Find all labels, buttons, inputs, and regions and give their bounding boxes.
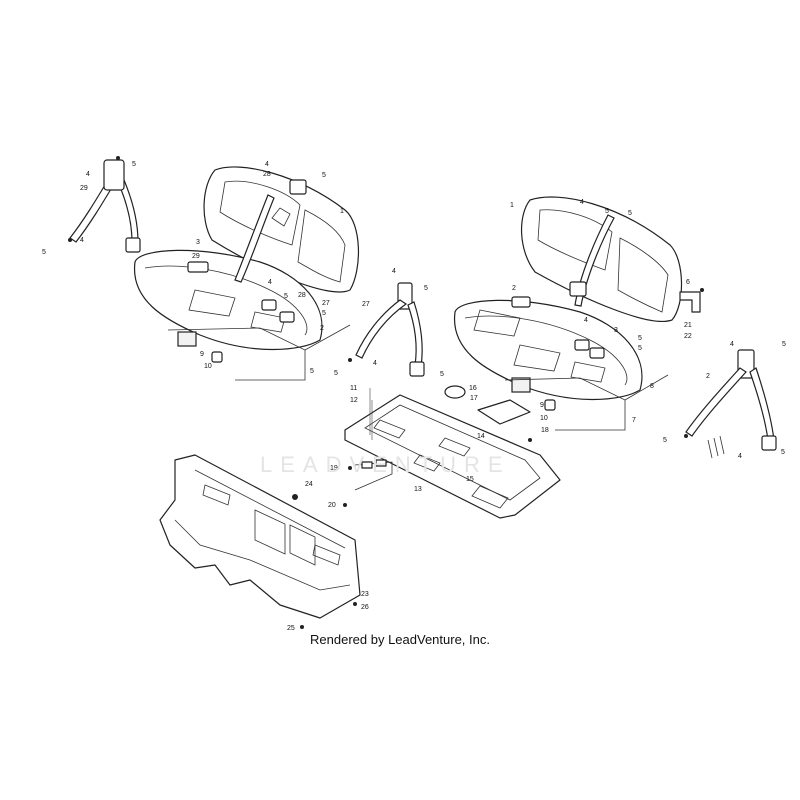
- callout-center-belt-3: 5: [334, 370, 338, 377]
- callout-right-belt-4: 4: [738, 453, 742, 460]
- callout-left-seat-9: 27: [322, 300, 330, 307]
- callout-floor-5: 14: [477, 433, 485, 440]
- callout-left-seat-8: 28: [298, 292, 306, 299]
- callout-floor-1: 12: [350, 397, 358, 404]
- callout-right-belt-0: 4: [730, 341, 734, 348]
- callout-bracket-2: 22: [684, 333, 692, 340]
- callout-right-seat-1: 4: [580, 199, 584, 206]
- callout-floor-7: 13: [414, 486, 422, 493]
- callout-left-seat-2: 5: [322, 172, 326, 179]
- callout-right-seat-0: 1: [510, 202, 514, 209]
- right-seat-back: [521, 196, 683, 322]
- callout-right-seat-3: 5: [628, 210, 632, 217]
- callout-left-seat-3: 28: [263, 171, 271, 178]
- callout-floor-0: 11: [350, 385, 357, 392]
- right-seat-cushion: [453, 296, 643, 411]
- floor-hardware: [343, 438, 532, 507]
- left-seat-cushion: [133, 194, 323, 363]
- callout-center-belt-5: 5: [440, 371, 444, 378]
- callout-rear-1: 23: [361, 591, 369, 598]
- callout-left-seat-5: 3: [196, 239, 200, 246]
- callout-center-belt-2: 27: [362, 301, 370, 308]
- callout-floor-8: 19: [330, 465, 338, 472]
- callout-left-belt-3: 4: [80, 237, 84, 244]
- right-seat-belt-assembly: [684, 349, 777, 459]
- callout-floor-4: 18: [541, 427, 549, 434]
- callout-left-seat-12: 9: [200, 351, 204, 358]
- watermark-text: LEADVENTURE: [260, 452, 511, 477]
- right-seat-frame-lines: [504, 374, 669, 431]
- callout-right-seat-12: 7: [632, 417, 636, 424]
- callout-labels: 4 5 29 4 5 1 4 5 28 29 3 4 5 28 27 5 2 9…: [42, 161, 786, 632]
- callout-bracket-1: 21: [684, 322, 692, 329]
- rear-panel: [159, 454, 361, 629]
- callout-left-seat-1: 4: [265, 161, 269, 168]
- callout-left-seat-6: 4: [268, 279, 272, 286]
- callout-left-seat-13: 10: [204, 363, 212, 370]
- callout-center-belt-1: 5: [424, 285, 428, 292]
- callout-right-seat-7: 5: [638, 335, 642, 342]
- left-seat-frame-lines: [167, 324, 351, 381]
- callout-right-seat-4: 2: [512, 285, 516, 292]
- callout-right-belt-3: 5: [663, 437, 667, 444]
- callout-left-seat-4: 29: [192, 253, 200, 260]
- floor-pan: [344, 385, 561, 519]
- callout-floor-9: 20: [328, 502, 336, 509]
- callout-left-belt-4: 5: [42, 249, 46, 256]
- callout-rear-0: 24: [305, 481, 313, 488]
- render-credit: Rendered by LeadVenture, Inc.: [310, 632, 490, 647]
- callout-bracket-0: 6: [686, 279, 690, 286]
- callout-left-seat-14: 5: [310, 368, 314, 375]
- callout-rear-2: 26: [361, 604, 369, 611]
- callout-right-belt-1: 5: [782, 341, 786, 348]
- callout-right-belt-2: 2: [706, 373, 710, 380]
- left-seat-back: [203, 166, 359, 293]
- callout-center-belt-0: 4: [392, 268, 396, 275]
- right-bracket: [679, 288, 704, 313]
- callout-floor-2: 16: [469, 385, 477, 392]
- callout-left-seat-10: 5: [322, 310, 326, 317]
- callout-right-seat-10: 10: [540, 415, 548, 422]
- callout-right-seat-6: 3: [614, 327, 618, 334]
- callout-center-belt-4: 4: [373, 360, 377, 367]
- callout-floor-3: 17: [470, 395, 478, 402]
- callout-right-seat-5: 4: [584, 317, 588, 324]
- center-seat-belt-assembly: [348, 282, 425, 377]
- callout-left-belt-0: 4: [86, 171, 90, 178]
- callout-left-seat-7: 5: [284, 293, 288, 300]
- callout-left-seat-11: 2: [320, 325, 324, 332]
- callout-right-seat-11: 8: [650, 383, 654, 390]
- left-seat-belt-assembly: [68, 156, 141, 253]
- callout-right-seat-8: 5: [638, 345, 642, 352]
- callout-floor-6: 15: [466, 476, 474, 483]
- callout-right-seat-2: 5: [605, 208, 609, 215]
- callout-right-belt-5: 5: [781, 449, 785, 456]
- callout-left-seat-0: 1: [340, 208, 344, 215]
- callout-right-seat-9: 9: [540, 402, 544, 409]
- callout-left-belt-2: 29: [80, 185, 88, 192]
- callout-left-belt-1: 5: [132, 161, 136, 168]
- callout-rear-3: 25: [287, 625, 295, 632]
